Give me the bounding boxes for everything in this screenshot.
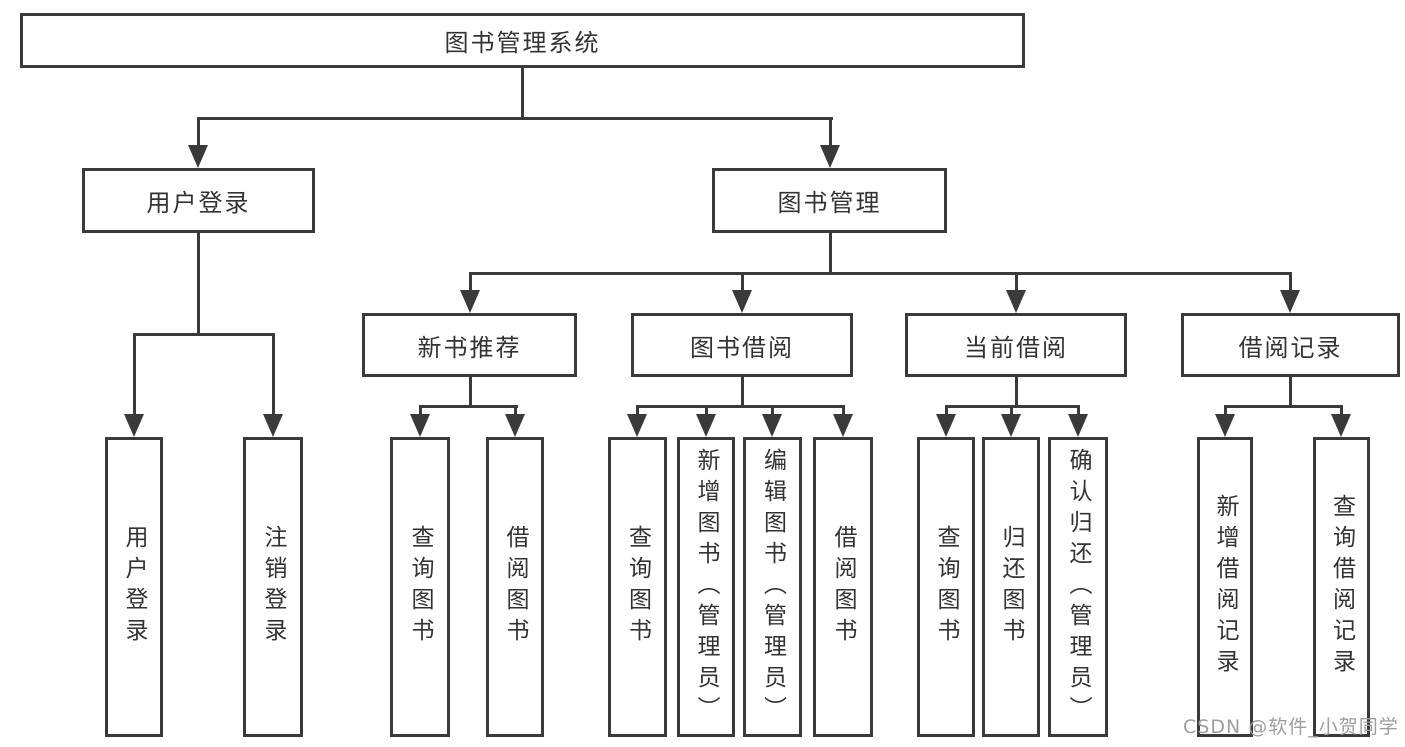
arrowhead-book-management bbox=[820, 145, 840, 168]
arrowhead-nbr-leaf1 bbox=[410, 414, 430, 437]
arrowhead-nbr-leaf2 bbox=[505, 414, 525, 437]
arrowhead-bb-leaf4 bbox=[833, 414, 853, 437]
node-book-borrowing: 图书借阅 bbox=[631, 313, 853, 377]
csdn-watermark: CSDN @软件_小贺同学 bbox=[1183, 716, 1399, 738]
arrowhead-br-leaf2 bbox=[1331, 414, 1351, 437]
leaf-label: 查询图书 bbox=[933, 525, 959, 649]
arrowhead-cb-leaf3 bbox=[1068, 414, 1088, 437]
arrowhead-book-borrowing bbox=[732, 290, 752, 313]
connector-root-hline bbox=[197, 117, 833, 120]
leaf-cb-return-books: 归还图书 bbox=[982, 437, 1040, 737]
leaf-label: 归还图书 bbox=[998, 525, 1024, 649]
leaf-br-add-record: 新增借阅记录 bbox=[1197, 437, 1253, 737]
node-user-login: 用户登录 bbox=[82, 168, 315, 233]
connector-to-borrowing-records bbox=[1289, 272, 1292, 292]
leaf-label: 查询图书 bbox=[407, 525, 433, 649]
leaf-bb-add-books-admin: 新增图书（管理员） bbox=[677, 437, 735, 737]
leaf-bb-query-books: 查询图书 bbox=[608, 437, 667, 737]
connector-user-login-stem bbox=[197, 232, 200, 335]
connector-nbr-leaf1 bbox=[419, 405, 422, 417]
leaf-bb-borrow-books: 借阅图书 bbox=[813, 437, 873, 737]
connector-user-login-hline bbox=[133, 333, 275, 336]
connector-to-user-login bbox=[197, 117, 200, 147]
leaf-label: 借阅图书 bbox=[830, 525, 856, 649]
connector-bb-leaf1 bbox=[636, 405, 639, 417]
connector-cb-leaf2 bbox=[1010, 405, 1013, 417]
leaf-label: 借阅图书 bbox=[502, 525, 528, 649]
node-new-book-recommend: 新书推荐 bbox=[362, 313, 577, 377]
connector-to-current-borrowing bbox=[1015, 272, 1018, 292]
leaf-logout: 注销登录 bbox=[243, 437, 303, 737]
connector-root-stem bbox=[521, 68, 524, 118]
arrowhead-bb-leaf2 bbox=[696, 414, 716, 437]
connector-bb-leaf2 bbox=[705, 405, 708, 417]
connector-br-leaf2 bbox=[1340, 405, 1343, 417]
leaf-nbr-borrow-books: 借阅图书 bbox=[486, 437, 544, 737]
connector-bb-stem bbox=[741, 377, 744, 408]
arrowhead-cb-leaf2 bbox=[1001, 414, 1021, 437]
leaf-label: 查询图书 bbox=[624, 525, 651, 649]
arrowhead-br-leaf1 bbox=[1215, 414, 1235, 437]
leaf-label: 新增图书（管理员） bbox=[693, 447, 719, 727]
node-current-borrowing: 当前借阅 bbox=[905, 313, 1127, 377]
leaf-nbr-query-books: 查询图书 bbox=[390, 437, 450, 737]
arrowhead-bb-leaf1 bbox=[627, 414, 647, 437]
connector-to-book-borrowing bbox=[741, 272, 744, 292]
leaf-label: 查询借阅记录 bbox=[1328, 494, 1355, 680]
arrowhead-user-login bbox=[188, 145, 208, 168]
connector-bb-hline bbox=[636, 405, 845, 408]
connector-bb-leaf4 bbox=[842, 405, 845, 417]
arrowhead-current-borrowing bbox=[1006, 290, 1026, 313]
leaf-br-query-record: 查询借阅记录 bbox=[1313, 437, 1370, 737]
connector-bb-leaf3 bbox=[771, 405, 774, 417]
connector-br-stem bbox=[1289, 377, 1292, 408]
leaf-label: 编辑图书（管理员） bbox=[759, 447, 786, 727]
leaf-cb-query-books: 查询图书 bbox=[917, 437, 975, 737]
leaf-label: 用户登录 bbox=[121, 525, 147, 649]
connector-nbr-leaf2 bbox=[514, 405, 517, 417]
connector-br-leaf1 bbox=[1224, 405, 1227, 417]
leaf-user-login: 用户登录 bbox=[105, 437, 163, 737]
node-library-system: 图书管理系统 bbox=[20, 13, 1025, 68]
leaf-label: 确认归还（管理员） bbox=[1065, 447, 1091, 727]
arrowhead-borrowing-records bbox=[1280, 290, 1300, 313]
arrowhead-leaf-logout bbox=[263, 414, 283, 437]
arrowhead-leaf-user-login bbox=[124, 414, 144, 437]
arrowhead-cb-leaf1 bbox=[936, 414, 956, 437]
connector-to-new-book-recommend bbox=[469, 272, 472, 292]
leaf-label: 注销登录 bbox=[260, 525, 286, 649]
leaf-cb-confirm-return-admin: 确认归还（管理员） bbox=[1048, 437, 1108, 737]
connector-to-book-management bbox=[829, 117, 832, 147]
connector-book-mgmt-hline bbox=[469, 272, 1292, 275]
arrowhead-bb-leaf3 bbox=[762, 414, 782, 437]
connector-book-mgmt-stem bbox=[829, 232, 832, 274]
connector-nbr-hline bbox=[419, 405, 518, 408]
node-book-management: 图书管理 bbox=[712, 168, 947, 233]
connector-nbr-stem bbox=[469, 377, 472, 408]
connector-cb-stem bbox=[1015, 377, 1018, 408]
connector-br-hline bbox=[1224, 405, 1343, 408]
connector-cb-leaf1 bbox=[945, 405, 948, 417]
leaf-bb-edit-books-admin: 编辑图书（管理员） bbox=[743, 437, 802, 737]
arrowhead-new-book-recommend bbox=[460, 290, 480, 313]
leaf-label: 新增借阅记录 bbox=[1212, 494, 1238, 680]
node-borrowing-records: 借阅记录 bbox=[1181, 313, 1400, 377]
connector-cb-leaf3 bbox=[1077, 405, 1080, 417]
connector-to-leaf-user-login bbox=[133, 333, 136, 416]
connector-to-leaf-logout bbox=[272, 333, 275, 416]
